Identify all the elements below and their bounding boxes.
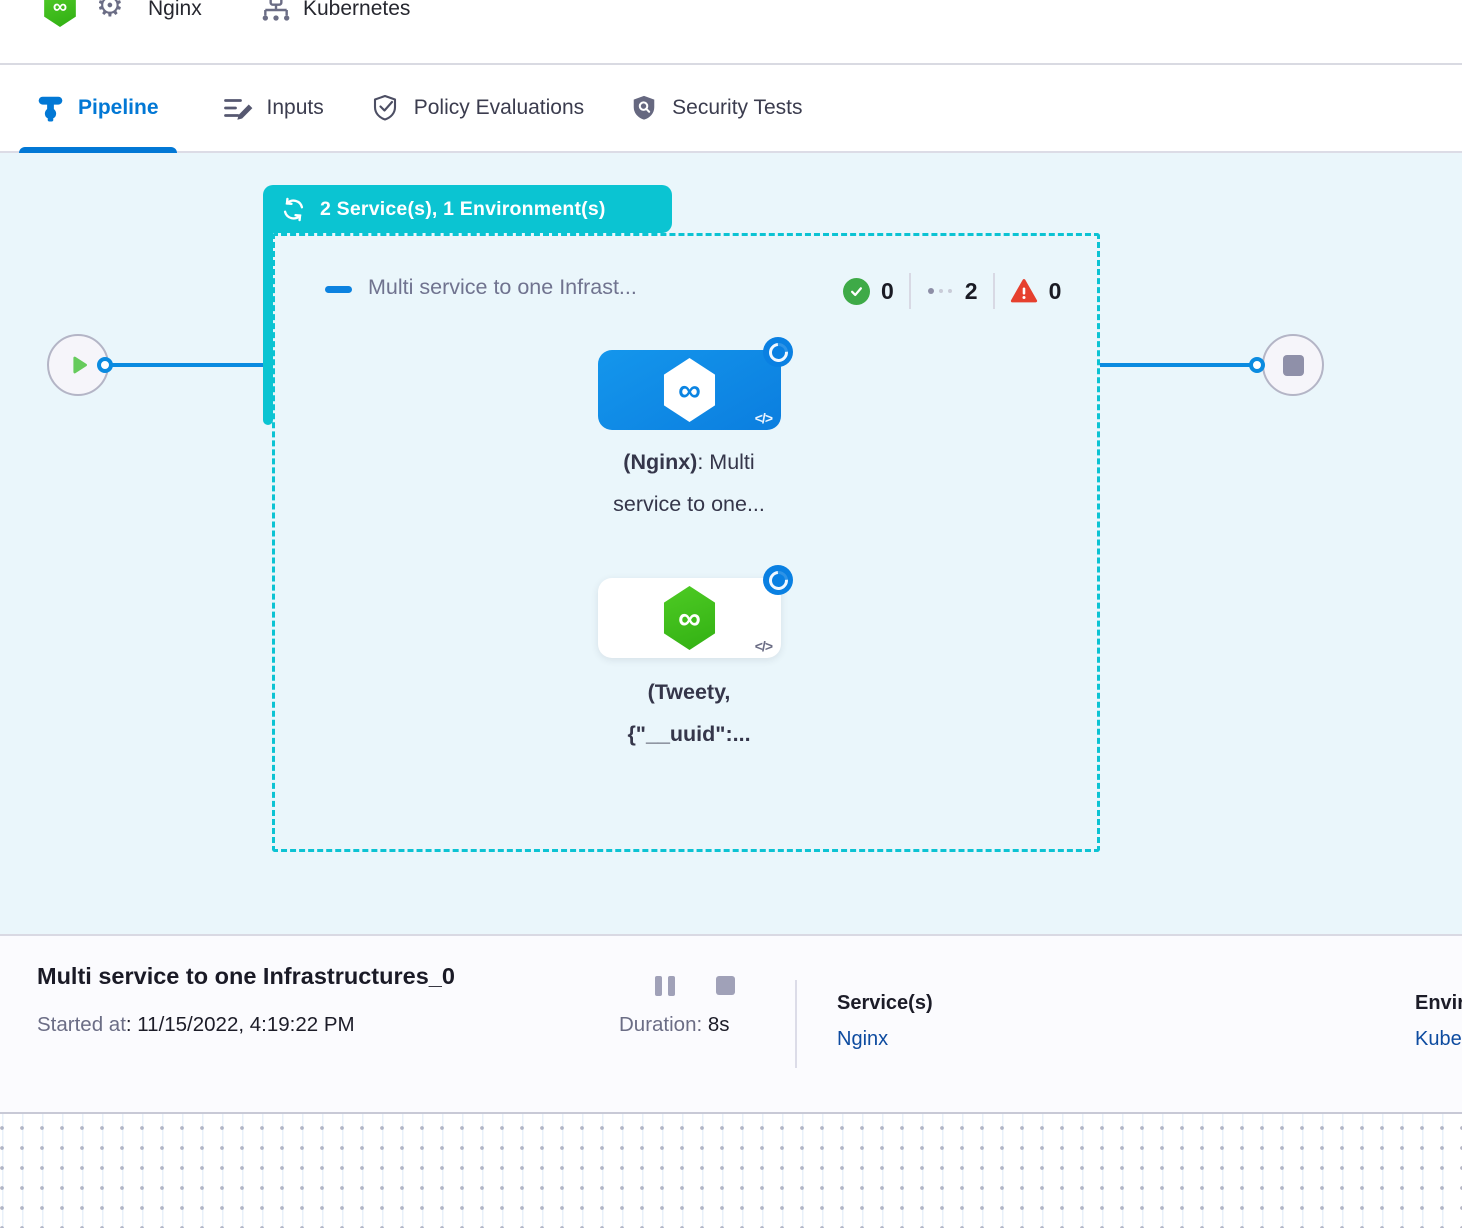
stage-title: Multi service to one Infrast... bbox=[368, 275, 637, 299]
harness-service-icon: ∞ bbox=[663, 586, 716, 650]
header-environment-name: Kubernetes bbox=[303, 0, 411, 20]
services-link[interactable]: Nginx bbox=[837, 1028, 889, 1050]
stage-badge-label: 2 Service(s), 1 Environment(s) bbox=[320, 197, 606, 220]
harness-service-icon: ∞ bbox=[663, 358, 716, 422]
execution-summary-bar: Multi service to one Infrastructures_0 S… bbox=[0, 934, 1462, 1112]
environments-summary: Environment(s) Kubernetes bbox=[1415, 992, 1462, 1051]
started-at: Started at: 11/15/2022, 4:19:22 PM bbox=[37, 1013, 355, 1037]
started-at-label: Started at bbox=[37, 1013, 126, 1036]
header-service-name: Nginx bbox=[148, 0, 202, 20]
code-icon: </> bbox=[754, 638, 773, 654]
tab-policy-evaluations-label: Policy Evaluations bbox=[413, 96, 585, 119]
tab-security-tests[interactable]: Security Tests bbox=[630, 65, 803, 151]
code-icon: </> bbox=[754, 410, 773, 426]
stage-selected-bar bbox=[263, 213, 273, 425]
service-node-tweety[interactable]: ∞ </> bbox=[598, 578, 781, 658]
node-label-line1: (Tweety, bbox=[647, 680, 731, 704]
duration-label: Duration: bbox=[619, 1013, 703, 1036]
loop-icon bbox=[283, 197, 304, 221]
inputs-icon bbox=[223, 93, 253, 123]
service-node-nginx-label: (Nginx): Multi service to one... bbox=[539, 441, 839, 525]
infinity-glyph: ∞ bbox=[678, 599, 701, 636]
pipeline-end-node bbox=[1262, 334, 1324, 396]
running-spinner-icon bbox=[763, 565, 793, 595]
stage-step-counts: 0 2 0 bbox=[843, 270, 1061, 312]
edge-stage-to-end bbox=[1100, 363, 1257, 367]
services-summary: Service(s) Nginx bbox=[837, 992, 933, 1051]
footer-divider bbox=[795, 980, 797, 1068]
stop-icon bbox=[1282, 354, 1304, 376]
abort-button[interactable] bbox=[716, 976, 735, 995]
tab-inputs-label: Inputs bbox=[266, 96, 324, 119]
tab-security-tests-label: Security Tests bbox=[672, 96, 803, 119]
execution-title: Multi service to one Infrastructures_0 bbox=[37, 963, 455, 989]
service-node-nginx[interactable]: ∞ </> bbox=[598, 350, 781, 430]
policy-shield-check-icon bbox=[370, 93, 400, 123]
duration-value: 8s bbox=[707, 1013, 730, 1036]
dotted-grid-area bbox=[0, 1112, 1462, 1228]
pause-button[interactable] bbox=[655, 976, 675, 996]
running-count-icon bbox=[927, 288, 952, 294]
count-divider bbox=[992, 273, 995, 309]
service-node-tweety-label: (Tweety, {"__uuid":... bbox=[539, 671, 839, 755]
failed-count: 0 bbox=[1048, 277, 1062, 304]
tab-pipeline-label: Pipeline bbox=[78, 96, 159, 119]
harness-service-icon: ∞ bbox=[44, 0, 76, 27]
count-divider bbox=[908, 273, 911, 309]
play-icon bbox=[73, 356, 87, 374]
gear-icon: ⚙ bbox=[96, 0, 124, 23]
success-count: 0 bbox=[881, 277, 894, 304]
infinity-glyph: ∞ bbox=[52, 0, 68, 18]
pipeline-canvas[interactable]: 2 Service(s), 1 Environment(s) Multi ser… bbox=[0, 153, 1462, 934]
infinity-glyph: ∞ bbox=[678, 371, 701, 408]
stage-dashed-container[interactable] bbox=[272, 233, 1100, 852]
stage-collapse-button[interactable] bbox=[325, 286, 352, 293]
running-spinner-icon bbox=[763, 337, 793, 367]
stage-matrix-badge[interactable]: 2 Service(s), 1 Environment(s) bbox=[263, 185, 672, 233]
node-label-line2: {"__uuid":... bbox=[627, 722, 751, 746]
edge-connector-dot-right bbox=[1249, 357, 1265, 373]
edge-connector-dot-left bbox=[97, 357, 113, 373]
tab-inputs[interactable]: Inputs bbox=[223, 65, 324, 151]
node-label-bold: (Nginx) bbox=[623, 450, 698, 474]
pipeline-icon bbox=[37, 95, 64, 122]
node-label-line2: service to one... bbox=[613, 492, 765, 516]
started-at-value: : 11/15/2022, 4:19:22 PM bbox=[125, 1013, 355, 1036]
running-count: 2 bbox=[964, 277, 978, 304]
tab-pipeline[interactable]: Pipeline bbox=[19, 65, 177, 153]
execution-tabbar: Pipeline Inputs Policy Evaluations bbox=[0, 65, 1462, 153]
node-label-rest: : Multi bbox=[697, 450, 755, 474]
environment-icon bbox=[260, 0, 292, 26]
services-label: Service(s) bbox=[837, 992, 933, 1014]
tab-policy-evaluations[interactable]: Policy Evaluations bbox=[370, 65, 584, 151]
header-divider bbox=[0, 63, 1462, 65]
security-shield-icon bbox=[630, 94, 658, 122]
success-count-icon bbox=[843, 277, 870, 305]
edge-start-to-stage bbox=[107, 363, 263, 367]
execution-header: ∞ ⚙ Nginx Kubernetes bbox=[0, 0, 1462, 65]
environments-label: Environment(s) bbox=[1415, 992, 1462, 1014]
duration: Duration: 8s bbox=[619, 1013, 730, 1037]
environments-link[interactable]: Kubernetes bbox=[1415, 1028, 1462, 1050]
failed-count-icon bbox=[1010, 278, 1038, 304]
